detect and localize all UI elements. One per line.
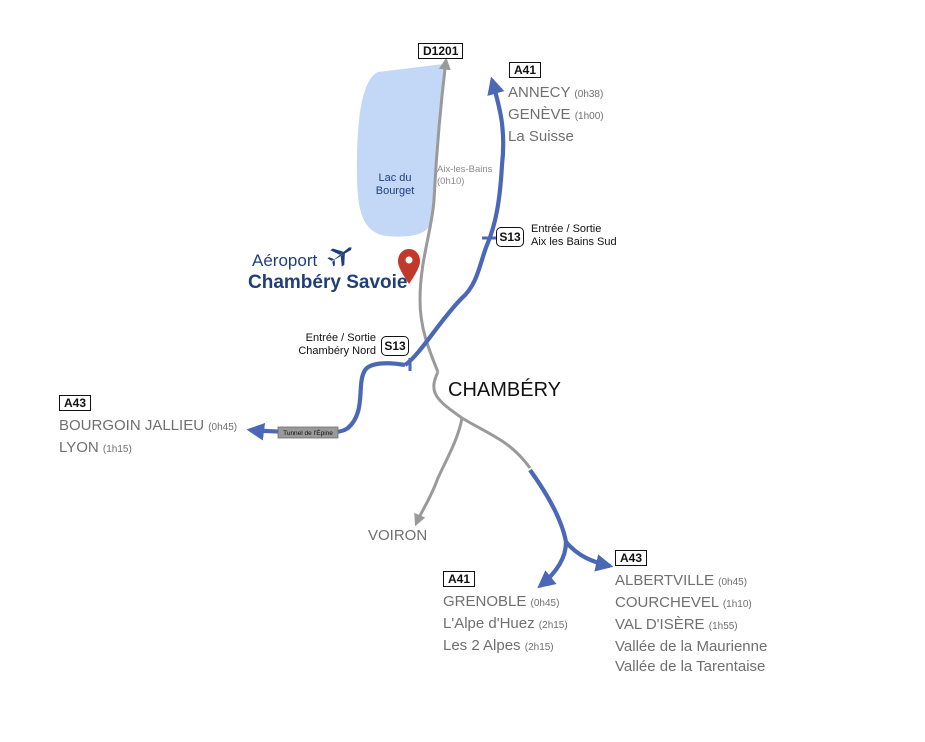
destination-name: GRENOBLE bbox=[443, 593, 527, 610]
motorway-a43-west bbox=[246, 361, 406, 441]
aix-label: Aix-les-Bains (0h10) bbox=[437, 164, 492, 188]
destination-item: BOURGOIN JALLIEU (0h45) bbox=[59, 416, 237, 438]
destination-item: ALBERTVILLE (0h45) bbox=[615, 571, 767, 593]
destination-time: (2h15) bbox=[538, 620, 568, 631]
destination-name: ALBERTVILLE bbox=[615, 572, 714, 589]
destination-time: (1h10) bbox=[722, 599, 752, 610]
lake-label-line2: Bourget bbox=[375, 185, 415, 197]
destination-name: LYON bbox=[59, 439, 99, 456]
exit-badge-north: S13 bbox=[496, 227, 524, 247]
motorway-a41-north bbox=[403, 76, 506, 367]
destination-name: Les 2 Alpes bbox=[443, 637, 521, 654]
destination-name: L'Alpe d'Huez bbox=[443, 615, 535, 632]
destination-time: (1h55) bbox=[708, 621, 738, 632]
destination-item: L'Alpe d'Huez (2h15) bbox=[443, 614, 568, 636]
destination-name: BOURGOIN JALLIEU bbox=[59, 417, 205, 434]
exit-badge-city: S13 bbox=[381, 336, 409, 356]
a43-east-destinations: ALBERTVILLE (0h45) COURCHEVEL (1h10) VAL… bbox=[615, 571, 767, 677]
destination-item: Les 2 Alpes (2h15) bbox=[443, 636, 568, 658]
aix-label-line2: (0h10) bbox=[437, 176, 465, 187]
exit-city-label: Entrée / Sortie Chambéry Nord bbox=[286, 332, 376, 358]
destination-name: La Suisse bbox=[508, 128, 574, 145]
a41-south-destinations: GRENOBLE (0h45) L'Alpe d'Huez (2h15) Les… bbox=[443, 592, 568, 658]
motorway-a41-south bbox=[537, 541, 569, 589]
destination-name: COURCHEVEL bbox=[615, 594, 719, 611]
destination-time: (1h00) bbox=[574, 111, 604, 122]
exit-north-line2: Aix les Bains Sud bbox=[531, 236, 617, 248]
voiron-label: VOIRON bbox=[368, 527, 428, 544]
destination-item: Vallée de la Tarentaise bbox=[615, 657, 767, 677]
city-label: CHAMBÉRY bbox=[448, 379, 561, 401]
airport-label-line2: Chambéry Savoie bbox=[248, 272, 408, 293]
lake-label: Lac du Bourget bbox=[364, 172, 426, 198]
aix-label-line1: Aix-les-Bains bbox=[437, 164, 493, 175]
airport-label: Aéroport Chambéry Savoie bbox=[248, 250, 407, 295]
destination-time: (0h45) bbox=[530, 598, 560, 609]
road-d1201 bbox=[418, 57, 451, 373]
road-badge-a41-south: A41 bbox=[443, 571, 476, 587]
destination-item: COURCHEVEL (1h10) bbox=[615, 593, 767, 615]
destination-name: GENÈVE bbox=[508, 106, 571, 123]
destination-time: (0h45) bbox=[718, 577, 748, 588]
exit-city-line2: Chambéry Nord bbox=[298, 345, 376, 357]
destination-name: ANNECY bbox=[508, 84, 571, 101]
airport-label-line1: Aéroport bbox=[252, 251, 318, 270]
destination-item: LYON (1h15) bbox=[59, 438, 237, 460]
a43-west-destinations: BOURGOIN JALLIEU (0h45) LYON (1h15) bbox=[59, 416, 237, 460]
destination-name: VAL D'ISÈRE bbox=[615, 616, 705, 633]
lake-shape bbox=[356, 64, 445, 237]
road-badge-a43-west: A43 bbox=[59, 395, 92, 411]
destination-name: Vallée de la Tarentaise bbox=[615, 658, 766, 675]
destination-time: (2h15) bbox=[524, 642, 554, 653]
tunnel-box bbox=[277, 426, 339, 439]
road-badge-a43-east: A43 bbox=[615, 550, 648, 566]
motorway-a43-east bbox=[564, 540, 614, 572]
destination-item: La Suisse bbox=[508, 127, 604, 147]
destination-name: Vallée de la Maurienne bbox=[615, 638, 768, 655]
exit-north-label: Entrée / Sortie Aix les Bains Sud bbox=[531, 223, 617, 249]
road-badge-d1201: D1201 bbox=[418, 43, 464, 59]
a41-north-destinations: ANNECY (0h38) GENÈVE (1h00) La Suisse bbox=[508, 83, 604, 147]
airplane-icon bbox=[327, 247, 352, 267]
destination-item: VAL D'ISÈRE (1h55) bbox=[615, 615, 767, 637]
destination-item: GENÈVE (1h00) bbox=[508, 105, 604, 127]
road-badge-a41-north: A41 bbox=[509, 62, 542, 78]
lake-label-line1: Lac du bbox=[378, 172, 412, 184]
destination-time: (1h15) bbox=[102, 444, 132, 455]
tunnel-label: Tunnel de l'Épine bbox=[283, 428, 333, 437]
destination-item: GRENOBLE (0h45) bbox=[443, 592, 568, 614]
map-pin-icon bbox=[398, 249, 420, 284]
motorway-a43-south bbox=[528, 468, 569, 543]
destination-time: (0h38) bbox=[574, 89, 604, 100]
destination-time: (0h45) bbox=[208, 422, 238, 433]
exit-city-line1: Entrée / Sortie bbox=[305, 332, 376, 344]
destination-item: ANNECY (0h38) bbox=[508, 83, 604, 105]
destination-item: Vallée de la Maurienne bbox=[615, 637, 767, 657]
exit-north-line1: Entrée / Sortie bbox=[531, 223, 602, 235]
road-voiron bbox=[414, 417, 464, 527]
